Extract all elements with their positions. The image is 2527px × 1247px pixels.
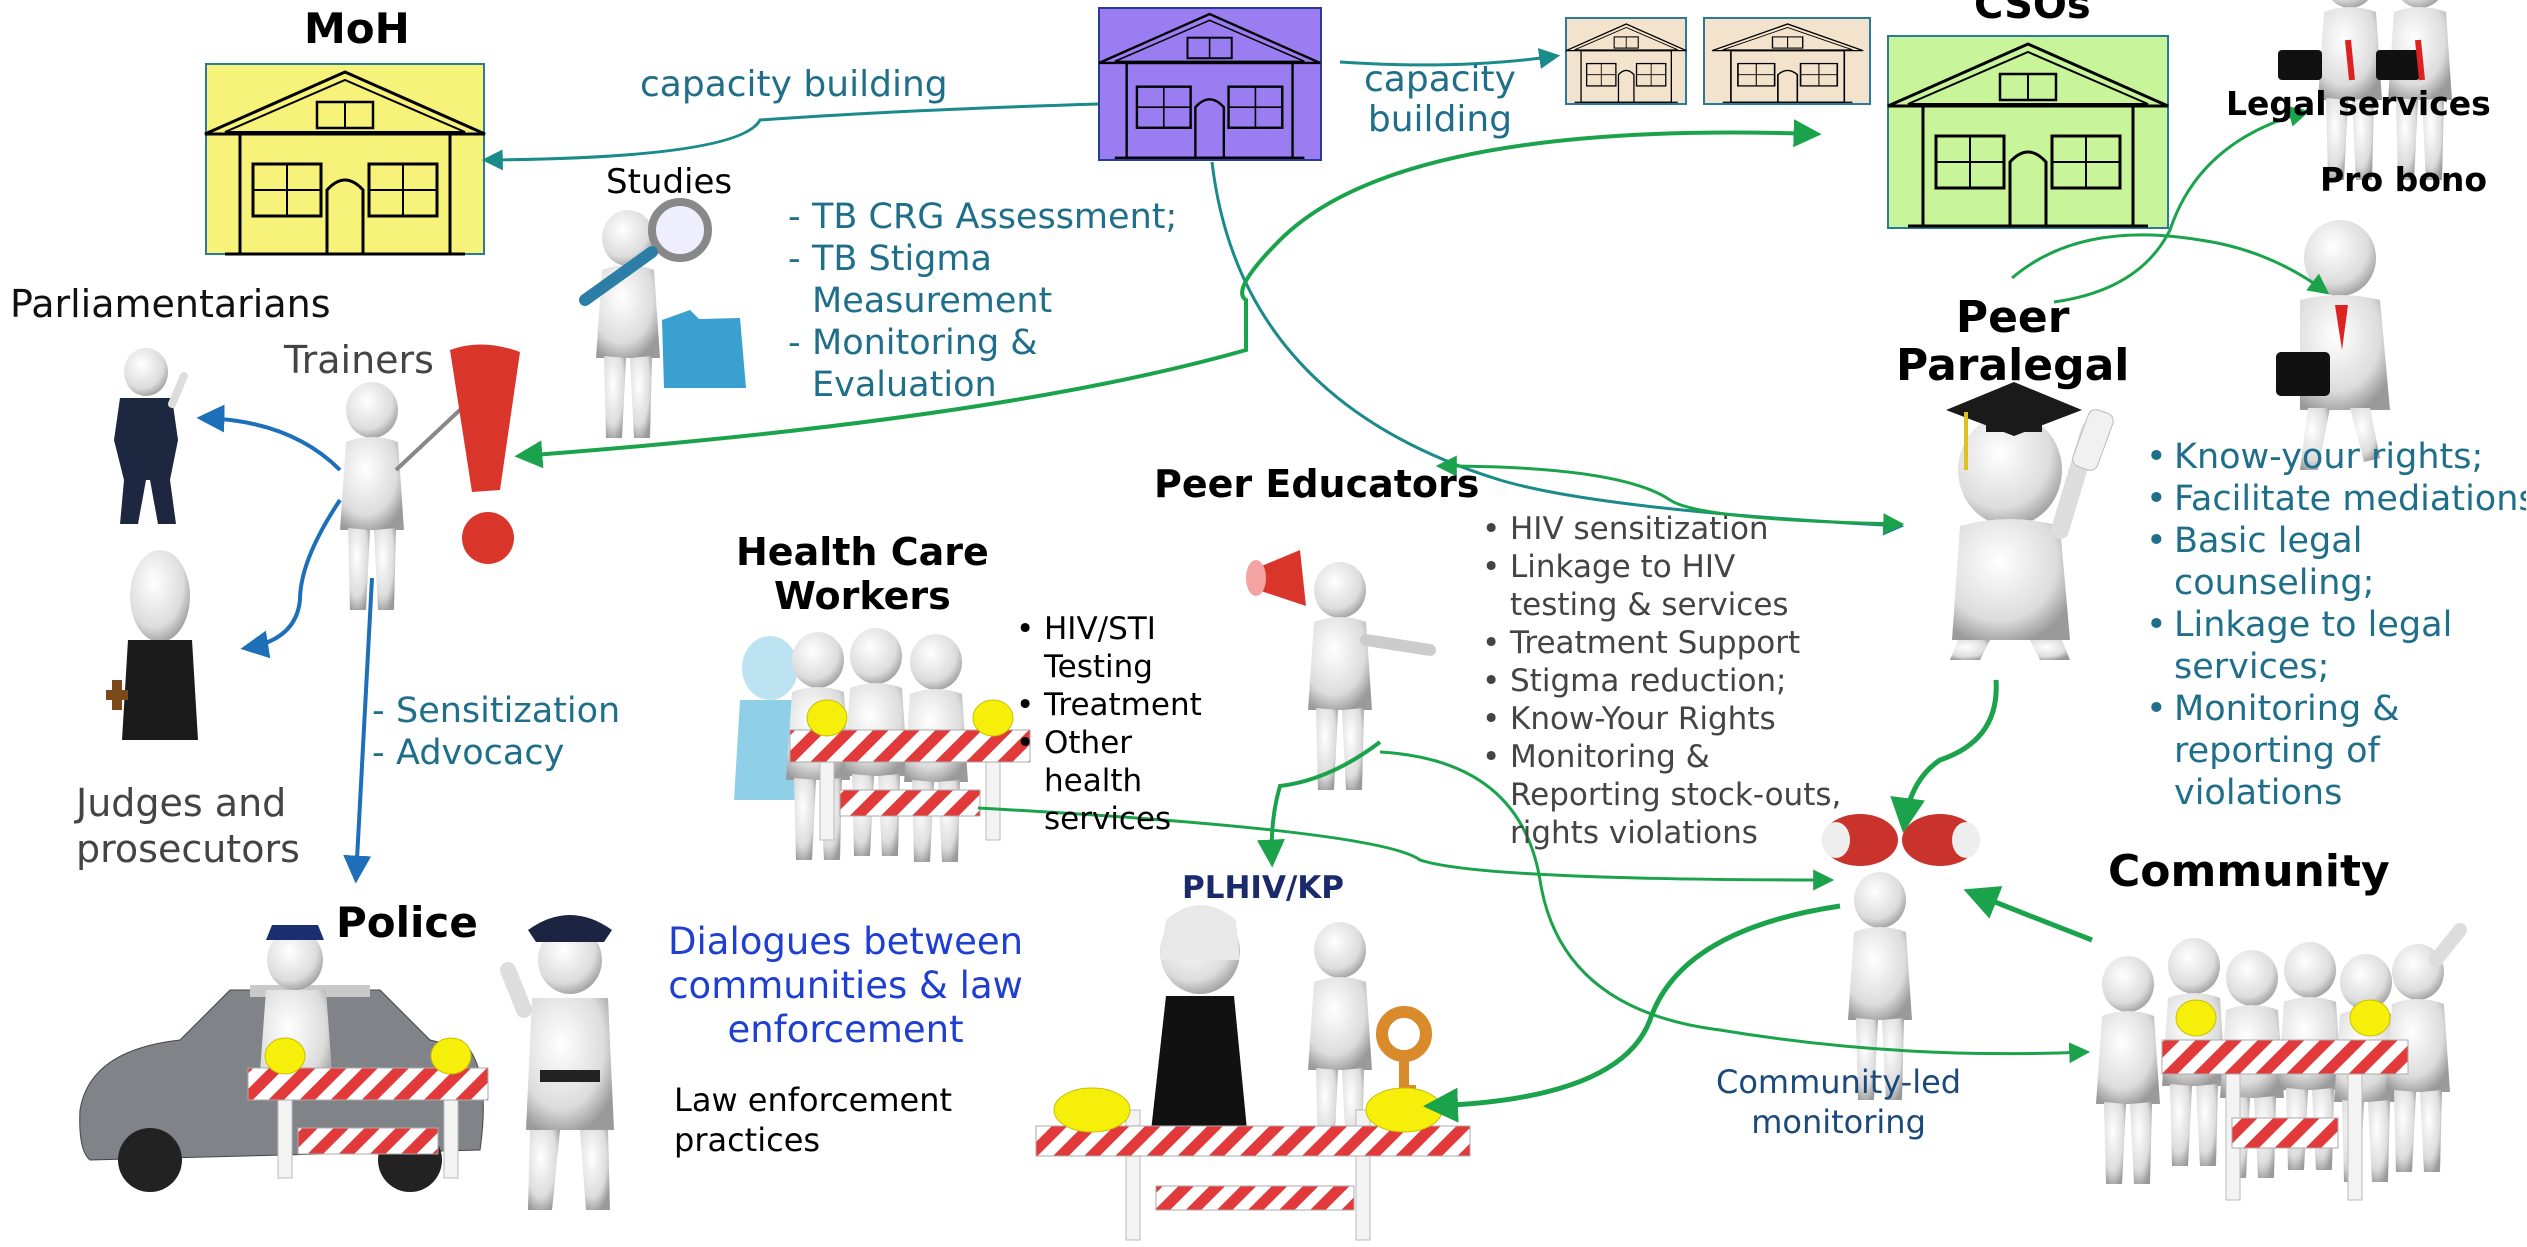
edge-capacity-building-left: capacity building: [640, 64, 948, 105]
community-monitor-binoculars-figure-icon: [1822, 814, 1980, 1100]
trainers-item: Sensitization: [372, 690, 620, 732]
paralegal-item: Monitoring & reporting of violations: [2146, 688, 2526, 814]
node-police: Police: [336, 898, 478, 947]
legal-services-figures-icon: [2278, 0, 2452, 180]
peer-educators-item: Linkage to HIV testing & services: [1482, 548, 1841, 624]
community-group-figure-icon: [2096, 923, 2467, 1184]
center-org-house: [1098, 7, 1322, 161]
peer-educators-item: Know-Your Rights: [1482, 700, 1841, 738]
health-care-workers-figure-icon: [734, 628, 968, 862]
arrow-trainers-judges: [240, 498, 342, 659]
node-legal-services: Legal services: [2226, 84, 2491, 123]
arrow-binoculars-plhiv: [1423, 903, 1841, 1123]
node-plhiv: PLHIV/KP: [1182, 870, 1345, 906]
plhiv-barrier-icon: [1035, 1087, 1471, 1241]
arrow-capacity-building-moh: [481, 102, 1099, 171]
csos-house: [1887, 35, 2169, 229]
hcw-item: HIV/STI Testing: [1016, 610, 1216, 686]
exclamation-icon: [450, 344, 520, 564]
hcw-list: HIV/STI Testing Treatment Other health s…: [1016, 610, 1216, 838]
text-law-enforcement: Law enforcement practices: [674, 1081, 953, 1159]
plhiv-woman-figure-icon: [1150, 905, 1248, 1140]
arrow-educators-plhiv: [1256, 740, 1382, 868]
hcw-item: Other health services: [1016, 724, 1216, 838]
peer-educator-megaphone-figure-icon: [1246, 550, 1436, 790]
trainers-list: Sensitization Advocacy: [372, 690, 620, 774]
small-org-house-1: [1565, 17, 1687, 105]
studies-item: TB CRG Assessment;: [788, 196, 1177, 238]
judge-figure-icon: [106, 550, 198, 740]
arrow-paralegal-legal-services: [2053, 106, 2311, 304]
peer-educators-item: Treatment Support: [1482, 624, 1841, 662]
moh-house: [205, 63, 485, 255]
node-trainers: Trainers: [284, 338, 434, 382]
trainers-item: Advocacy: [372, 732, 620, 774]
node-pro-bono: Pro bono: [2320, 160, 2488, 199]
studies-item: Monitoring & Evaluation: [788, 322, 1177, 406]
edge-community-led-monitoring: Community-led monitoring: [1716, 1063, 1962, 1141]
police-officer-figure-icon: [500, 915, 614, 1210]
community-barrier-icon: [2161, 999, 2409, 1201]
node-parliamentarians: Parliamentarians: [10, 282, 331, 326]
paralegal-list: Know-your rights; Facilitate mediations …: [2146, 436, 2526, 814]
arrow-trainers-parliamentarians: [196, 404, 342, 472]
pro-bono-figure-icon: [2276, 220, 2390, 470]
text-dialogues: Dialogues between communities & law enfo…: [668, 920, 1024, 1051]
peer-educators-list: HIV sensitization Linkage to HIV testing…: [1482, 510, 1841, 852]
node-community: Community: [2108, 846, 2390, 897]
hcw-item: Treatment: [1016, 686, 1216, 724]
arrow-trainers-police: [343, 577, 374, 884]
node-peer-educators: Peer Educators: [1154, 462, 1480, 506]
peer-educators-item: Monitoring & Reporting stock-outs, right…: [1482, 738, 1841, 852]
paralegal-item: Basic legal counseling;: [2146, 520, 2526, 604]
peer-educators-item: Stigma reduction;: [1482, 662, 1841, 700]
node-studies: Studies: [606, 162, 733, 202]
trainer-figure-icon: [340, 382, 464, 610]
studies-list: TB CRG Assessment; TB Stigma Measurement…: [788, 196, 1177, 406]
arrow-paralegal-pro-bono: [2011, 233, 2330, 295]
studies-magnifier-figure-icon: [579, 198, 746, 438]
peer-paralegal-graduate-figure-icon: [1946, 382, 2114, 660]
node-judges: Judges and prosecutors: [76, 781, 300, 871]
arrow-community-binoculars: [1963, 886, 2093, 943]
edge-capacity-building-right: capacity building: [1364, 59, 1516, 140]
peer-educators-item: HIV sensitization: [1482, 510, 1841, 548]
node-hcw: Health Care Workers: [736, 530, 989, 618]
arrow-csos-trainers: [514, 119, 1822, 469]
node-peer-paralegal: Peer Paralegal: [1896, 292, 2130, 391]
studies-item: TB Stigma Measurement: [788, 238, 1177, 322]
paralegal-item: Know-your rights;: [2146, 436, 2526, 478]
paralegal-item: Facilitate mediations: [2146, 478, 2526, 520]
arrow-paralegal-binoculars: [1890, 679, 1999, 833]
node-csos: CSOs: [1974, 0, 2091, 28]
parliamentarian-figure-icon: [114, 348, 188, 524]
node-moh: MoH: [304, 4, 410, 53]
paralegal-item: Linkage to legal services;: [2146, 604, 2526, 688]
arrow-capacity-building-csos: [1339, 48, 1561, 69]
